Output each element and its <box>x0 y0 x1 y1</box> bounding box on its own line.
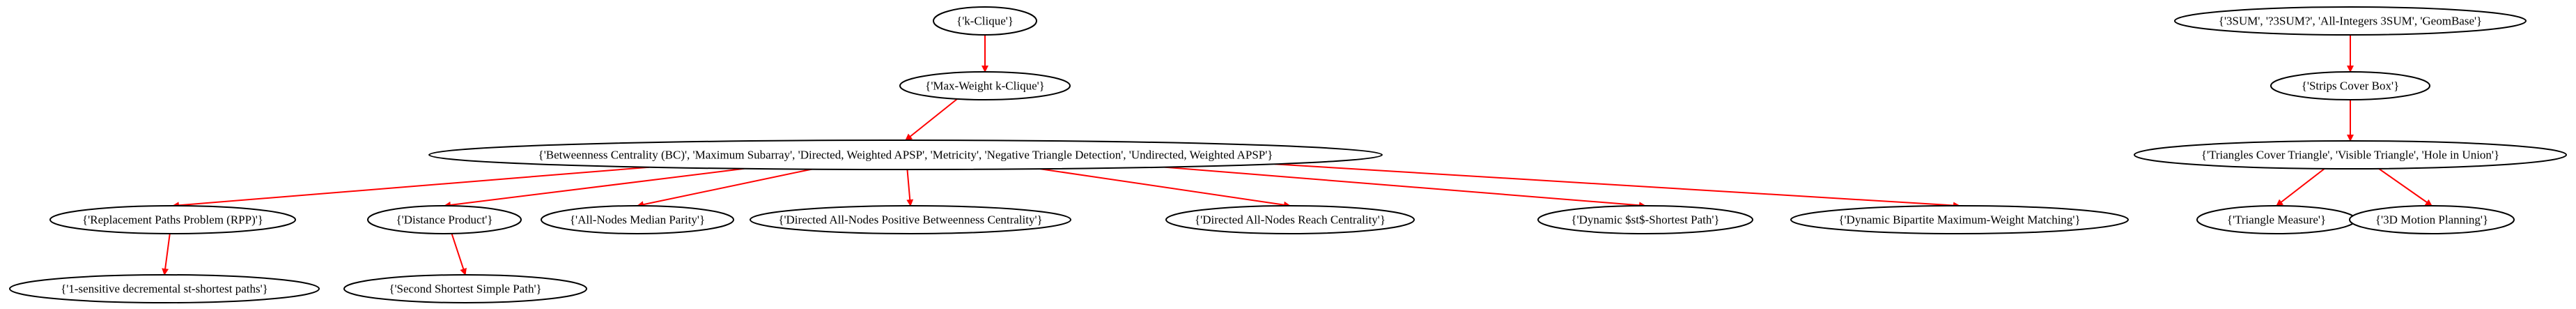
graph-node-1-sensitive-decremental-st-shortest-paths: {'1-sensitive decremental st-shortest pa… <box>9 274 320 303</box>
node-label: {'Dynamic $st$-Shortest Path'} <box>1571 213 1719 227</box>
node-label: {'Second Shortest Simple Path'} <box>389 282 541 296</box>
graph-node-triangles-cover-triangle-group: {'Triangles Cover Triangle', 'Visible Tr… <box>2134 140 2567 169</box>
graph-node-dynamic-st-shortest-path: {'Dynamic $st$-Shortest Path'} <box>1537 205 1753 234</box>
graph-edge-arrow <box>2378 168 2433 206</box>
node-label: {'Triangles Cover Triangle', 'Visible Tr… <box>2201 149 2499 162</box>
graph-edge-arrow <box>444 167 745 209</box>
node-label: {'Dynamic Bipartite Maximum-Weight Match… <box>1838 213 2080 227</box>
node-label: {'Betweenness Centrality (BC)', 'Maximum… <box>538 149 1273 162</box>
graph-node-3sum-group: {'3SUM', '?3SUM?', 'All-Integers 3SUM', … <box>2174 6 2527 36</box>
node-label: {'Replacement Paths Problem (RPP)'} <box>82 213 263 227</box>
node-label: {'Strips Cover Box'} <box>2302 80 2400 93</box>
node-label: {'Max-Weight k-Clique'} <box>925 80 1045 93</box>
node-label: {'1-sensitive decremental st-shortest pa… <box>61 282 268 296</box>
graph-edge-arrow <box>637 168 812 209</box>
graph-edge-arrow <box>906 169 914 206</box>
graph-edge-arrow <box>905 98 958 141</box>
graph-node-3d-motion-planning: {'3D Motion Planning'} <box>2349 205 2515 234</box>
graph-node-k-clique: {'k-Clique'} <box>933 6 1037 36</box>
graph-edge-arrow <box>451 233 467 276</box>
graph-node-strips-cover-box: {'Strips Cover Box'} <box>2270 71 2430 100</box>
graph-edge-arrow <box>162 233 171 276</box>
graph-edge-arrow <box>1040 168 1291 209</box>
graph-edge-arrow <box>2276 168 2325 206</box>
graph-node-triangle-measure: {'Triangle Measure'} <box>2196 205 2357 234</box>
graph-edge-arrow <box>1164 166 1646 209</box>
node-label: {'3SUM', '?3SUM?', 'All-Integers 3SUM', … <box>2219 15 2482 28</box>
graph-node-betweenness-centrality-group: {'Betweenness Centrality (BC)', 'Maximum… <box>428 140 1383 170</box>
node-label: {'All-Nodes Median Parity'} <box>570 213 705 227</box>
graph-node-all-nodes-median-parity: {'All-Nodes Median Parity'} <box>541 205 734 234</box>
graph-node-distance-product: {'Distance Product'} <box>367 205 522 234</box>
node-label: {'Distance Product'} <box>396 213 492 227</box>
graph-node-directed-all-nodes-positive-betweenness: {'Directed All-Nodes Positive Betweennes… <box>750 205 1071 234</box>
node-label: {'Directed All-Nodes Reach Centrality'} <box>1195 213 1386 227</box>
graph-node-max-weight-k-clique: {'Max-Weight k-Clique'} <box>899 71 1071 100</box>
graph-node-dynamic-bipartite-matching: {'Dynamic Bipartite Maximum-Weight Match… <box>1790 205 2129 234</box>
node-label: {'Triangle Measure'} <box>2227 213 2326 227</box>
graph-edge-arrow <box>1274 163 1960 209</box>
node-label: {'3D Motion Planning'} <box>2375 213 2488 227</box>
graph-node-second-shortest-simple-path: {'Second Shortest Simple Path'} <box>343 274 587 303</box>
graph-edge-arrow <box>172 166 649 209</box>
graph-node-directed-all-nodes-reach-centrality: {'Directed All-Nodes Reach Centrality'} <box>1165 205 1415 234</box>
graph-node-replacement-paths-problem: {'Replacement Paths Problem (RPP)'} <box>49 205 296 234</box>
node-label: {'Directed All-Nodes Positive Betweennes… <box>778 213 1042 227</box>
node-label: {'k-Clique'} <box>956 15 1014 28</box>
